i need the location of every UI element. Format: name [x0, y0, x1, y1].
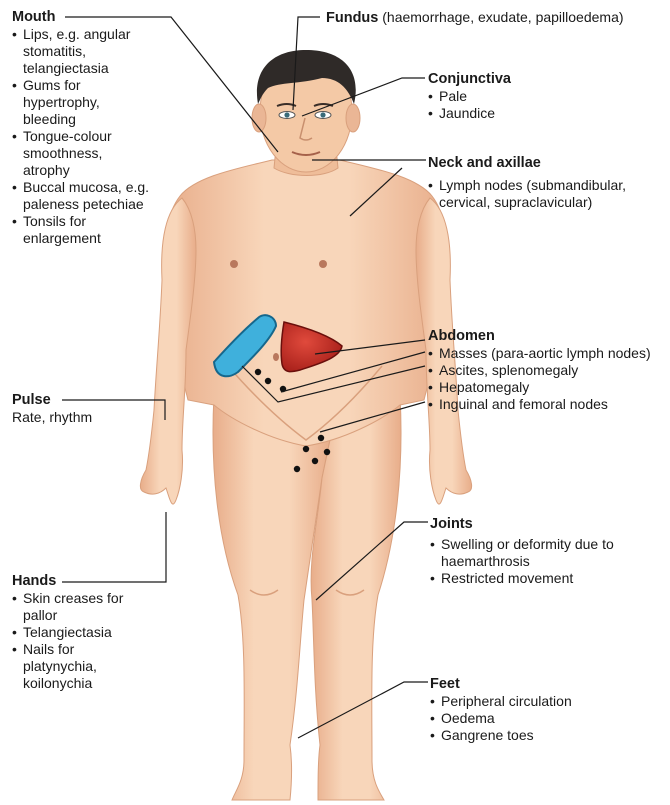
navel: [273, 353, 279, 361]
para-aortic-node-dot: [255, 369, 261, 375]
hands-list: Skin creases for pallor Telangiectasia N…: [12, 590, 147, 692]
body-figure: [140, 50, 471, 800]
neck-item: Lymph nodes (submandibular, cervical, su…: [428, 177, 643, 211]
neck-list: Lymph nodes (submandibular, cervical, su…: [428, 177, 643, 211]
abdomen-item: Inguinal and femoral nodes: [428, 396, 670, 413]
inguinal-node-dot: [303, 446, 309, 452]
fundus-label: Fundus (haemorrhage, exudate, papilloede…: [326, 9, 666, 27]
mouth-item: Gums for hypertrophy, bleeding: [12, 77, 152, 128]
mouth-item: Lips, e.g. angular stomatitis, telangiec…: [12, 26, 152, 77]
inguinal-node-dot: [324, 449, 330, 455]
pulse-detail: Rate, rhythm: [12, 409, 132, 426]
conjunctiva-heading: Conjunctiva: [428, 71, 588, 88]
feet-item: Oedema: [430, 710, 610, 727]
mouth-label: Mouth Lips, e.g. angular stomatitis, tel…: [12, 9, 152, 247]
feet-label: Feet Peripheral circulation Oedema Gangr…: [430, 676, 610, 744]
conjunctiva-list: Pale Jaundice: [428, 88, 588, 122]
hands-heading: Hands: [12, 573, 147, 590]
inguinal-node-dot: [312, 458, 318, 464]
torso: [165, 160, 446, 446]
feet-item: Gangrene toes: [430, 727, 610, 744]
abdomen-label: Abdomen Masses (para-aortic lymph nodes)…: [428, 328, 670, 413]
joints-item: Swelling or deformity due to haemarthros…: [430, 536, 620, 570]
hands-item: Nails for platynychia, koilonychia: [12, 641, 147, 692]
para-aortic-node-dot: [265, 378, 271, 384]
hands-leader: [62, 512, 166, 582]
mouth-item: Buccal mucosa, e.g. paleness petechiae: [12, 179, 152, 213]
abdomen-item: Masses (para-aortic lymph nodes): [428, 345, 670, 362]
right-nipple: [319, 260, 327, 268]
fundus-detail: (haemorrhage, exudate, papilloedema): [382, 9, 623, 25]
abdomen-item: Hepatomegaly: [428, 379, 670, 396]
mouth-heading: Mouth: [12, 9, 152, 26]
conjunctiva-item: Pale: [428, 88, 588, 105]
right-ear: [346, 104, 360, 132]
right-iris: [320, 112, 325, 117]
abdomen-heading: Abdomen: [428, 328, 670, 345]
inguinal-node-dot: [318, 435, 324, 441]
neck-label: Neck and axillae Lymph nodes (submandibu…: [428, 155, 643, 211]
fundus-heading: Fundus: [326, 10, 378, 26]
inguinal-node-dot: [294, 466, 300, 472]
mouth-item: Tonsils for enlargement: [12, 213, 152, 247]
neck-heading: Neck and axillae: [428, 155, 643, 172]
mouth-item: Tongue-colour smoothness, atrophy: [12, 128, 152, 179]
hands-label: Hands Skin creases for pallor Telangiect…: [12, 573, 147, 692]
feet-heading: Feet: [430, 676, 610, 693]
left-iris: [284, 112, 289, 117]
joints-item: Restricted movement: [430, 570, 620, 587]
feet-item: Peripheral circulation: [430, 693, 610, 710]
joints-heading: Joints: [430, 516, 620, 533]
hands-item: Telangiectasia: [12, 624, 147, 641]
joints-list: Swelling or deformity due to haemarthros…: [430, 536, 620, 587]
abdomen-item: Ascites, splenomegaly: [428, 362, 670, 379]
conjunctiva-label: Conjunctiva Pale Jaundice: [428, 71, 588, 122]
pulse-label: Pulse Rate, rhythm: [12, 392, 132, 426]
left-nipple: [230, 260, 238, 268]
abdomen-list: Masses (para-aortic lymph nodes) Ascites…: [428, 345, 670, 413]
feet-list: Peripheral circulation Oedema Gangrene t…: [430, 693, 610, 744]
pulse-heading: Pulse: [12, 392, 132, 409]
hands-item: Skin creases for pallor: [12, 590, 147, 624]
mouth-list: Lips, e.g. angular stomatitis, telangiec…: [12, 26, 152, 247]
conjunctiva-item: Jaundice: [428, 105, 588, 122]
joints-label: Joints Swelling or deformity due to haem…: [430, 516, 620, 587]
